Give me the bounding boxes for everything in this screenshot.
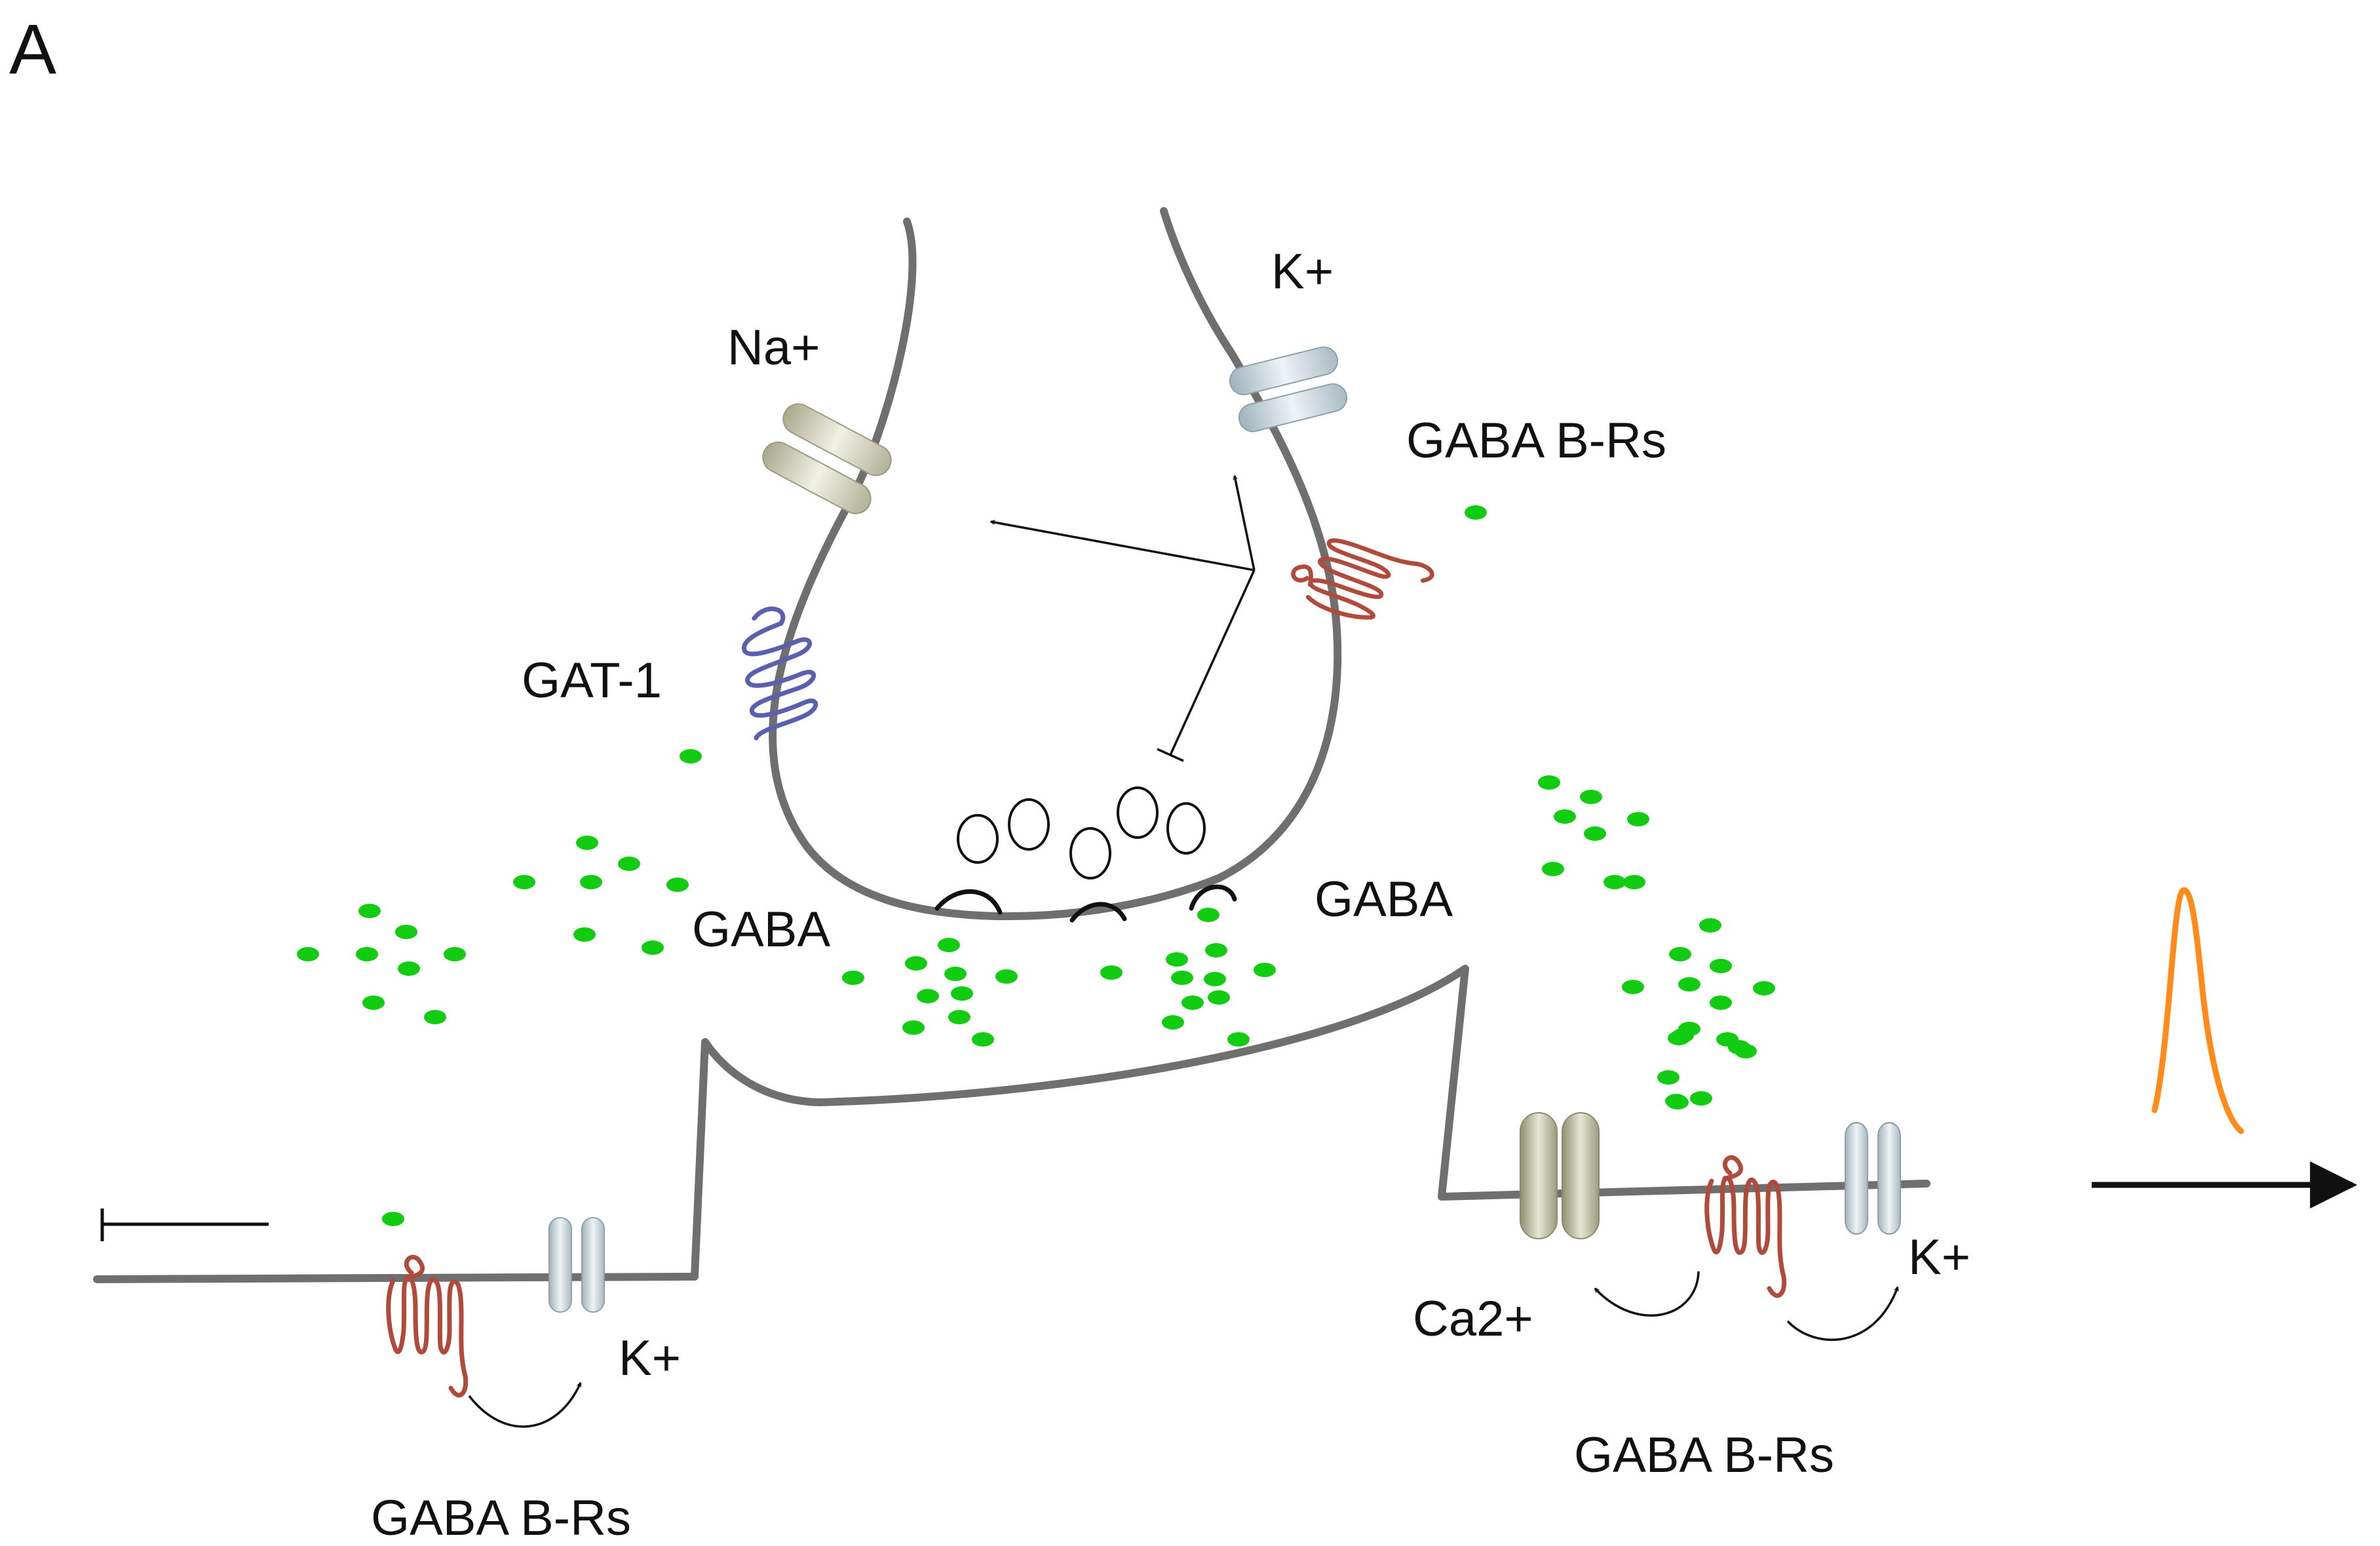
postsynaptic-membrane	[93, 965, 1930, 1283]
coupling-arrow	[1595, 1271, 1700, 1317]
synaptic-vesicle	[1069, 827, 1111, 879]
gaba-molecule	[1205, 943, 1227, 957]
gaba-molecule	[1669, 947, 1691, 961]
gaba-molecule	[576, 836, 598, 850]
gaba-molecule	[938, 938, 960, 952]
gaba-b-receptor-icon	[1286, 525, 1434, 639]
gabab-right-label: GABA B-Rs	[1574, 1427, 1834, 1483]
receptor-signaling-arrows	[991, 476, 1256, 762]
gaba-molecule	[1710, 995, 1732, 1010]
gaba-molecule	[1197, 908, 1219, 922]
potassium-channel-icon	[1229, 346, 1348, 433]
gaba-molecule	[1623, 875, 1645, 889]
gaba-molecule	[1728, 1040, 1750, 1054]
gaba-molecule	[1699, 918, 1721, 933]
gaba-molecule	[1603, 875, 1626, 889]
gat1-label: GAT-1	[522, 653, 662, 708]
exocytosis-pit	[1069, 902, 1127, 923]
gaba-molecule	[398, 961, 420, 976]
gaba-molecule	[642, 940, 664, 955]
inhibition-symbol	[100, 1208, 269, 1241]
gaba-molecule	[1580, 790, 1602, 804]
gaba-molecule	[356, 947, 378, 961]
synaptic-vesicle	[957, 814, 999, 864]
gaba-molecule	[580, 875, 602, 889]
gaba-molecule	[424, 1010, 446, 1024]
panel-label: A	[9, 9, 56, 88]
gaba-molecule	[358, 904, 381, 918]
gaba-left-label: GABA	[692, 902, 830, 957]
coupling-arrow	[1786, 1287, 1899, 1341]
gaba-molecule	[1690, 1091, 1712, 1106]
gaba-molecule	[1208, 990, 1230, 1005]
gaba-molecule	[382, 1212, 404, 1226]
gaba-molecule	[1181, 995, 1204, 1010]
gaba-molecule	[842, 971, 864, 985]
gaba-molecule	[995, 969, 1018, 984]
gaba-molecule	[1538, 775, 1560, 790]
gaba-molecule	[905, 956, 927, 971]
gaba-molecule	[1254, 963, 1276, 977]
potassium-channel-icon	[1844, 1121, 1902, 1235]
gaba-molecule	[513, 875, 535, 889]
gaba-molecule	[1227, 1032, 1250, 1047]
exocytosis-pit	[1189, 884, 1237, 911]
gaba-molecule	[297, 947, 319, 961]
coupling-arrow	[468, 1383, 582, 1428]
gaba-molecule	[1554, 809, 1576, 824]
gaba-molecule	[1627, 812, 1649, 826]
gaba-right-label: GABA	[1315, 872, 1453, 927]
potassium-channel-icon	[548, 1217, 605, 1313]
gaba-molecule	[1753, 981, 1775, 995]
synaptic-vesicle	[1008, 798, 1050, 851]
gaba-molecule	[395, 925, 417, 939]
k-right-label: K+	[1908, 1229, 1970, 1285]
gaba-molecule	[1171, 971, 1193, 985]
gaba-molecule	[1584, 826, 1606, 841]
gaba-molecule	[1465, 505, 1487, 520]
ca-label: Ca2+	[1413, 1291, 1533, 1347]
gaba-molecule	[902, 1020, 925, 1035]
gaba-molecule	[573, 927, 596, 942]
gaba-molecule	[1666, 1095, 1689, 1110]
synaptic-vesicle	[1166, 802, 1206, 855]
gaba-molecule	[1542, 862, 1564, 876]
exocytosis-pit	[934, 889, 1003, 915]
k-left-label: K+	[619, 1330, 681, 1386]
gaba-molecule	[618, 857, 640, 871]
synaptic-vesicle	[1117, 786, 1159, 839]
gaba-molecules	[297, 505, 1775, 1226]
gaba-molecule	[1678, 977, 1700, 992]
gaba-molecule	[666, 878, 689, 892]
gaba-molecule	[1657, 1070, 1679, 1085]
action-potential-icon	[2151, 887, 2244, 1134]
gaba-molecule	[972, 1032, 994, 1047]
k-top-label: K+	[1271, 244, 1334, 300]
gaba-molecule	[1166, 952, 1188, 967]
gaba-molecule	[362, 995, 385, 1010]
gaba-molecule	[944, 967, 967, 981]
gaba-molecule	[1204, 972, 1226, 986]
gaba-b-receptor-icon	[1707, 1157, 1784, 1296]
gabab-left-label: GABA B-Rs	[371, 1490, 631, 1546]
gaba-molecule	[1710, 959, 1732, 973]
gaba-molecule	[1622, 980, 1644, 994]
gaba-molecule	[444, 947, 466, 961]
gaba-molecule	[917, 989, 939, 1003]
gaba-molecule	[948, 1010, 970, 1024]
gaba-molecule	[1668, 1031, 1690, 1045]
gabab-top-label: GABA B-Rs	[1406, 413, 1666, 469]
calcium-channel-icon	[1520, 1112, 1600, 1239]
gaba-molecule	[1100, 965, 1123, 980]
gaba-molecule	[680, 749, 702, 763]
gaba-molecule	[1162, 1015, 1184, 1030]
gaba-molecule	[951, 986, 973, 1001]
synaptic-vesicles	[957, 786, 1206, 879]
na-label: Na+	[727, 320, 820, 376]
sodium-channel-icon	[762, 403, 892, 514]
